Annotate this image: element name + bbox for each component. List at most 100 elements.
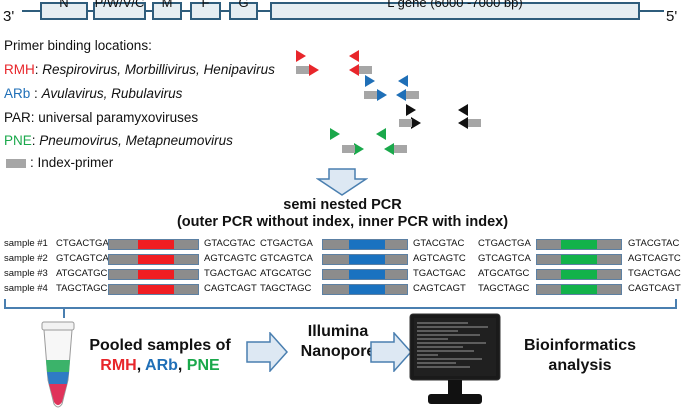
amplicon-target-region	[349, 240, 385, 249]
left-index-sequence: ATGCATGC	[478, 268, 530, 279]
right-index-sequence: AGTCAGTC	[204, 253, 257, 264]
forward-primer-pne-outer	[330, 128, 340, 140]
forward-primer-rmh-outer	[296, 50, 306, 62]
genome-line-segment	[146, 10, 152, 12]
genome-line-segment	[221, 10, 229, 12]
left-index-sequence: TAGCTAGC	[260, 283, 312, 294]
gene-pwvc: P/W/V/C	[93, 0, 146, 20]
amplicon-bar	[108, 269, 199, 280]
index-primer-bar	[394, 145, 407, 153]
amplicon-target-region	[561, 255, 597, 264]
right-index-sequence: TGACTGAC	[628, 268, 681, 279]
reverse-primer-arb-outer	[398, 75, 408, 87]
amplicon-bar	[322, 254, 408, 265]
primer-sep: :	[30, 110, 35, 125]
index-primer-bar	[364, 91, 377, 99]
seq-line2: Nanopore	[300, 343, 376, 360]
primer-code: RMH	[4, 62, 35, 77]
right-index-sequence: CAGTCAGT	[628, 283, 681, 294]
primer-header: Primer binding locations:	[4, 38, 152, 53]
left-index-sequence: ATGCATGC	[56, 268, 108, 279]
amplicon-target-region	[349, 270, 385, 279]
index-primer-bar	[468, 119, 481, 127]
amplicon-target-region	[138, 270, 174, 279]
index-primer-legend-swatch	[6, 159, 26, 168]
amplicon-target-region	[561, 270, 597, 279]
bioinformatics-text: Bioinformatics analysis	[505, 336, 655, 376]
sample-label: sample #2	[4, 253, 48, 264]
pcr-title-line2: (outer PCR without index, inner PCR with…	[176, 214, 509, 230]
left-index-sequence: GTCAGTCA	[56, 253, 109, 264]
primer-row-arb: ARb : Avulavirus, Rubulavirus	[4, 86, 182, 101]
amplicon-target-region	[561, 285, 597, 294]
forward-primer-pne-inner	[354, 143, 364, 155]
sample-label: sample #3	[4, 268, 48, 279]
genome-3prime-label: 3'	[3, 8, 15, 25]
left-index-sequence: ATGCATGC	[260, 268, 312, 279]
amplicon-bar	[108, 239, 199, 250]
forward-primer-par-inner	[411, 117, 421, 129]
left-index-sequence: CTGACTGA	[478, 238, 531, 249]
left-index-sequence: CTGACTGA	[56, 238, 109, 249]
index-primer-bar	[406, 91, 419, 99]
amplicon-bar	[322, 269, 408, 280]
amplicon-target-region	[349, 285, 385, 294]
pooled-line1: Pooled samples of	[89, 337, 231, 354]
right-index-sequence: TGACTGAC	[413, 268, 466, 279]
primer-code: ARb	[4, 86, 31, 101]
index-primer-bar	[342, 145, 355, 153]
genome-line-segment	[258, 10, 270, 12]
primer-desc: Respirovirus, Morbillivirus, Henipavirus	[42, 62, 275, 77]
right-index-sequence: GTACGTAC	[628, 238, 680, 249]
left-index-sequence: TAGCTAGC	[478, 283, 530, 294]
amplicon-bar	[536, 254, 622, 265]
genome-5prime-label: 5'	[666, 8, 678, 25]
index-primer-label: : Index-primer	[30, 155, 114, 170]
right-index-sequence: CAGTCAGT	[204, 283, 257, 294]
right-arrow-icon	[370, 332, 412, 372]
right-index-sequence: AGTCAGTC	[413, 253, 466, 264]
left-index-sequence: CTGACTGA	[260, 238, 313, 249]
gene-f: F	[190, 0, 221, 20]
right-index-sequence: CAGTCAGT	[413, 283, 466, 294]
index-primer-bar	[359, 66, 372, 74]
reverse-primer-rmh-inner	[349, 64, 359, 76]
amplicon-bar	[536, 239, 622, 250]
sample-label: sample #1	[4, 238, 48, 249]
primer-sep: :	[34, 86, 38, 101]
primer-row-pne: PNE: Pneumovirus, Metapneumovirus	[4, 133, 233, 148]
genome-line-segment	[22, 10, 40, 12]
reverse-primer-par-inner	[458, 117, 468, 129]
bio-line1: Bioinformatics	[523, 337, 636, 354]
sample-label: sample #4	[4, 283, 48, 294]
primer-desc: universal paramyxoviruses	[38, 110, 199, 125]
pooled-line2: RMH, ARb, PNE	[100, 357, 220, 374]
bio-line2: analysis	[548, 357, 612, 374]
pooled-samples-text: Pooled samples of RMH, ARb, PNE	[80, 336, 240, 376]
amplicon-target-region	[349, 255, 385, 264]
primer-row-par: PAR: universal paramyxoviruses	[4, 110, 198, 125]
reverse-primer-pne-inner	[384, 143, 394, 155]
amplicon-bar	[322, 284, 408, 295]
gene-n: N	[40, 0, 88, 20]
pool-bracket-icon	[4, 299, 677, 318]
forward-primer-par-outer	[406, 104, 416, 116]
right-arrow-icon	[246, 332, 288, 372]
left-index-sequence: GTCAGTCA	[260, 253, 313, 264]
sequencing-platforms-text: Illumina Nanopore	[283, 322, 393, 362]
genome-line-segment	[182, 10, 190, 12]
down-arrow-icon	[316, 168, 368, 196]
left-index-sequence: GTCAGTCA	[478, 253, 531, 264]
primer-code: PAR	[4, 110, 31, 125]
primer-code: PNE	[4, 133, 32, 148]
sample-tube-icon	[41, 321, 75, 408]
amplicon-bar	[322, 239, 408, 250]
gene-m: M	[152, 0, 182, 20]
amplicon-bar	[108, 284, 199, 295]
forward-primer-arb-inner	[377, 89, 387, 101]
reverse-primer-pne-outer	[376, 128, 386, 140]
amplicon-bar	[108, 254, 199, 265]
amplicon-target-region	[138, 255, 174, 264]
index-primer-bar	[296, 66, 309, 74]
